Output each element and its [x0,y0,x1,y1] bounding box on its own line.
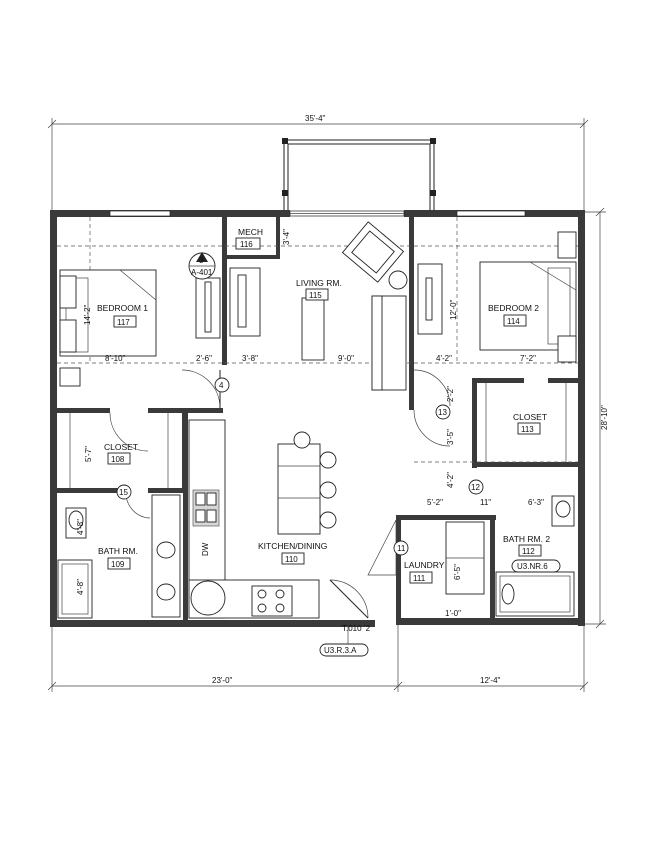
bedroom-2-number: 114 [507,317,520,326]
door-tag-4: 4 [219,381,224,390]
mech-label: MECH [238,227,263,237]
dim-14-2: 14'-2" [83,304,92,325]
dim-1-0: 1'-0" [445,609,461,618]
dim-5-2: 5'-2" [427,498,443,507]
dim-3-5: 3'-5" [446,429,455,445]
bottom-left-width-dim: 23'-0" [212,676,233,685]
entry-references: T.010 ʼ2 U3.R.3.A [319,624,371,657]
flipped-dim-label: T.010 ʼ2 [342,624,371,633]
mech-number: 116 [240,240,253,249]
dim-8-10: 8'-10" [105,354,126,363]
living-room-number: 115 [309,291,322,300]
door-tags: 4 15 13 12 11 [116,377,484,556]
closet-108: CLOSET 108 5'-7" [69,413,169,488]
exterior-walls [50,210,585,627]
kitchen-dining: DW KITCHEN/DINING 110 [188,419,337,619]
laundry-label: LAUNDRY [404,560,445,570]
door-tag-12: 12 [471,483,480,492]
dim-2-2: 2'-2" [446,386,455,402]
overall-dimensions: 35'-4" 28'-10" 23'-0" 12'-4" [47,114,609,692]
bedroom-1: BEDROOM 1 117 14'-2" 8'-10" [59,269,221,387]
bedroom-2-label: BEDROOM 2 [488,303,539,313]
overall-depth-dim: 28'-10" [600,405,609,430]
closet-108-number: 108 [111,455,125,464]
dim-7-2: 7'-2" [520,354,536,363]
kitchen-dining-number: 110 [285,555,298,564]
closet-108-label: CLOSET [104,442,138,452]
ref-u3-nr-6: U3.NR.6 [517,562,548,571]
dim-12-0: 12'-0" [449,299,458,320]
closet-113: CLOSET 113 2'-2" 3'-5" 4'-2" [446,383,567,488]
dim-3-4: 3'-4" [282,229,291,245]
bedroom-2: BEDROOM 2 114 12'-0" [417,231,577,363]
bedroom-1-label: BEDROOM 1 [97,303,148,313]
door-tag-13: 13 [438,408,447,417]
balcony [282,138,436,213]
dim-6-3: 6'-3" [528,498,544,507]
ref-u3-r-3-a: U3.R.3.A [324,646,357,655]
living-room: LIVING RM. 115 2'-6" 3'-8" 9'-0" 4'-2" 7… [196,221,536,391]
kitchen-dining-label: KITCHEN/DINING [258,541,327,551]
bedroom-1-number: 117 [117,318,130,327]
dim-6-5: 6'-5" [453,564,462,580]
interior-walls [56,215,580,623]
dim-3-8: 3'-8" [242,354,258,363]
laundry-number: 111 [413,574,426,583]
dw-label: DW [201,542,210,556]
bath-109-label: BATH RM. [98,546,138,556]
closet-113-number: 113 [521,425,534,434]
door-tag-15: 15 [119,488,128,497]
section-reference: A-401 [191,268,213,277]
closet-113-label: CLOSET [513,412,547,422]
mech-room: MECH 116 3'-4" [235,227,291,250]
section-number: 3 [199,256,204,265]
living-room-label: LIVING RM. [296,278,342,288]
overall-width-dim: 35'-4" [305,114,326,123]
bath-112-label: BATH RM. 2 [503,534,550,544]
section-marker: 3 A-401 [188,252,216,280]
dim-4-8: 4'-8" [76,519,85,535]
dim-2-6: 2'-6" [196,354,212,363]
dim-4-2b: 4'-2" [446,472,455,488]
bath-room-112: BATH RM. 2 112 5'-2" 11" 6'-3" U3.NR.6 [427,495,575,617]
bath-112-number: 112 [522,547,535,556]
bottom-right-width-dim: 12'-4" [480,676,501,685]
dim-4-8b: 4'-8" [76,579,85,595]
laundry-room: LAUNDRY 111 6'-5" 1'-0" [404,521,485,618]
dim-4-2a: 4'-2" [436,354,452,363]
bath-109-number: 109 [111,560,125,569]
door-tag-11: 11 [397,544,406,553]
dim-11: 11" [480,498,491,507]
bath-room-109: BATH RM. 109 4'-8" 4'-8" [57,494,181,619]
dim-5-7: 5'-7" [84,446,93,462]
dim-9-0: 9'-0" [338,354,354,363]
